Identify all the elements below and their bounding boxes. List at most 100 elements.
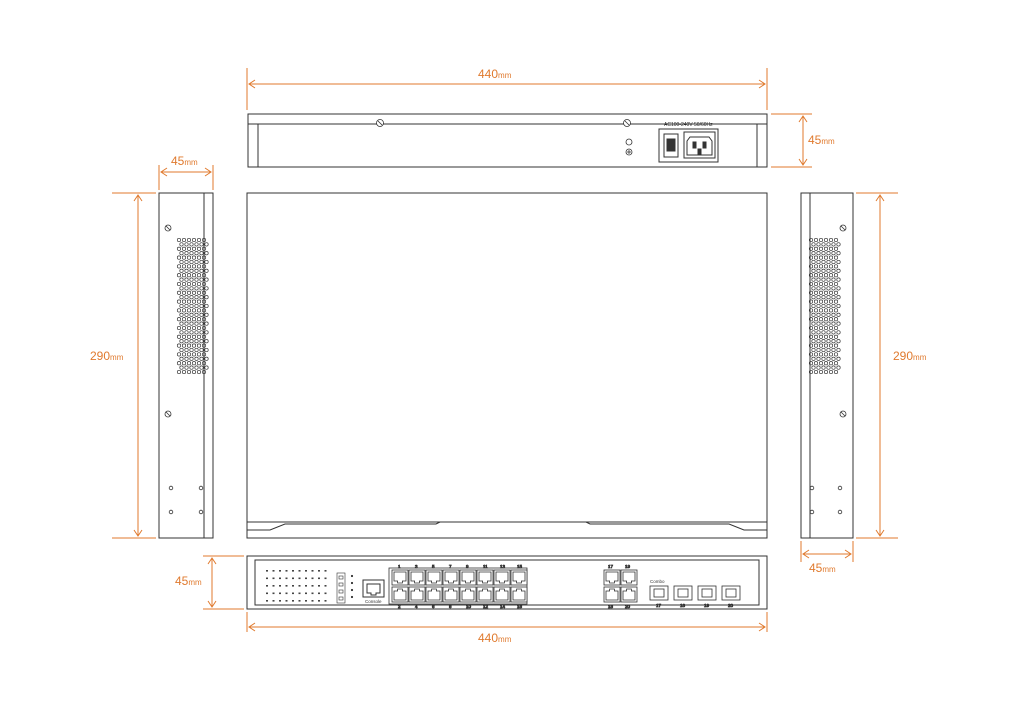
led-indicator	[285, 585, 288, 587]
left-vent-grid	[176, 237, 209, 375]
rj45-port[interactable]	[425, 569, 443, 586]
vent-hole	[184, 347, 189, 353]
rj45-port[interactable]	[391, 586, 409, 603]
vent-hole	[204, 295, 209, 300]
vent-hole	[186, 237, 192, 243]
vent-hole	[831, 321, 836, 326]
vent-hole	[818, 264, 824, 269]
vent-hole	[813, 281, 819, 287]
vent-hole	[826, 312, 831, 317]
uplink-bottom-number: 18	[608, 604, 614, 609]
vent-hole	[191, 237, 197, 243]
port-top-number: 15	[517, 564, 523, 569]
rj45-port[interactable]	[408, 569, 426, 586]
vent-hole	[196, 352, 202, 357]
vent-hole	[176, 334, 182, 339]
vent-hole	[813, 299, 819, 304]
led-indicator	[318, 592, 320, 595]
vent-hole	[816, 303, 821, 309]
vent-hole	[811, 251, 816, 256]
led-indicator	[272, 600, 275, 602]
rj45-port[interactable]	[510, 569, 528, 586]
vent-hole	[808, 299, 814, 304]
port-bottom-number: 4	[415, 604, 418, 609]
vent-hole	[818, 273, 824, 278]
rj45-port[interactable]	[603, 569, 621, 586]
vent-hole	[811, 312, 816, 317]
vent-hole	[836, 347, 841, 353]
sfp-number: 20	[728, 603, 734, 608]
vent-hole	[191, 369, 197, 375]
rj45-port[interactable]	[391, 569, 409, 586]
vent-hole	[828, 290, 834, 295]
vent-hole	[821, 268, 826, 273]
vent-hole	[826, 286, 831, 291]
rj45-port[interactable]	[620, 586, 638, 603]
vent-hole	[189, 251, 194, 256]
vent-hole	[833, 273, 839, 278]
led-indicator	[324, 585, 327, 587]
rj45-port[interactable]	[620, 569, 638, 586]
vent-hole	[836, 356, 841, 361]
vent-hole	[204, 251, 209, 256]
vent-hole	[199, 251, 204, 256]
vent-hole	[186, 255, 192, 260]
vent-hole	[836, 277, 841, 282]
rj45-port[interactable]	[510, 586, 528, 603]
led-indicator	[279, 600, 281, 602]
vent-hole	[184, 330, 189, 335]
rj45-port[interactable]	[603, 586, 621, 603]
vent-hole	[831, 356, 836, 361]
vent-hole	[836, 286, 841, 291]
rj45-port[interactable]	[476, 586, 494, 603]
led-indicator	[318, 600, 320, 602]
sfp-port[interactable]	[673, 585, 693, 601]
vent-hole	[179, 277, 184, 282]
rj45-port[interactable]	[493, 586, 511, 603]
vent-hole	[196, 237, 202, 243]
rj45-port[interactable]	[459, 586, 477, 603]
rj45-port[interactable]	[442, 586, 460, 603]
vent-hole	[813, 361, 819, 366]
vent-hole	[828, 299, 834, 304]
vent-hole	[816, 259, 821, 265]
vent-hole	[186, 369, 192, 375]
led-indicator	[285, 570, 288, 572]
sfp-port[interactable]	[697, 585, 717, 601]
rj45-port[interactable]	[476, 569, 494, 586]
vent-hole	[181, 343, 187, 348]
rj45-port[interactable]	[408, 586, 426, 603]
vent-hole	[826, 242, 831, 247]
vent-hole	[189, 330, 194, 335]
vent-hole	[191, 334, 197, 339]
vent-hole	[191, 290, 197, 295]
vent-hole	[184, 321, 189, 326]
vent-hole	[836, 321, 841, 326]
vent-hole	[201, 334, 207, 339]
rj45-port[interactable]	[493, 569, 511, 586]
vent-hole	[196, 308, 202, 313]
vent-hole	[808, 290, 814, 295]
vent-hole	[196, 273, 202, 278]
led-indicator	[266, 592, 268, 595]
port-top-number: 5	[432, 564, 435, 569]
vent-hole	[176, 352, 182, 357]
vent-hole	[181, 361, 187, 366]
rj45-port[interactable]	[425, 586, 443, 603]
vent-hole	[821, 321, 826, 326]
rj45-port[interactable]	[459, 569, 477, 586]
vent-hole	[823, 237, 829, 243]
led-indicator	[266, 585, 268, 587]
vent-hole	[813, 317, 819, 322]
vent-hole	[176, 369, 182, 375]
led-indicator	[266, 577, 268, 580]
vent-hole	[821, 259, 826, 265]
led-indicator	[292, 577, 294, 580]
sfp-port[interactable]	[649, 585, 669, 601]
vent-hole	[808, 237, 814, 243]
sfp-port[interactable]	[721, 585, 741, 601]
rj45-port[interactable]	[442, 569, 460, 586]
